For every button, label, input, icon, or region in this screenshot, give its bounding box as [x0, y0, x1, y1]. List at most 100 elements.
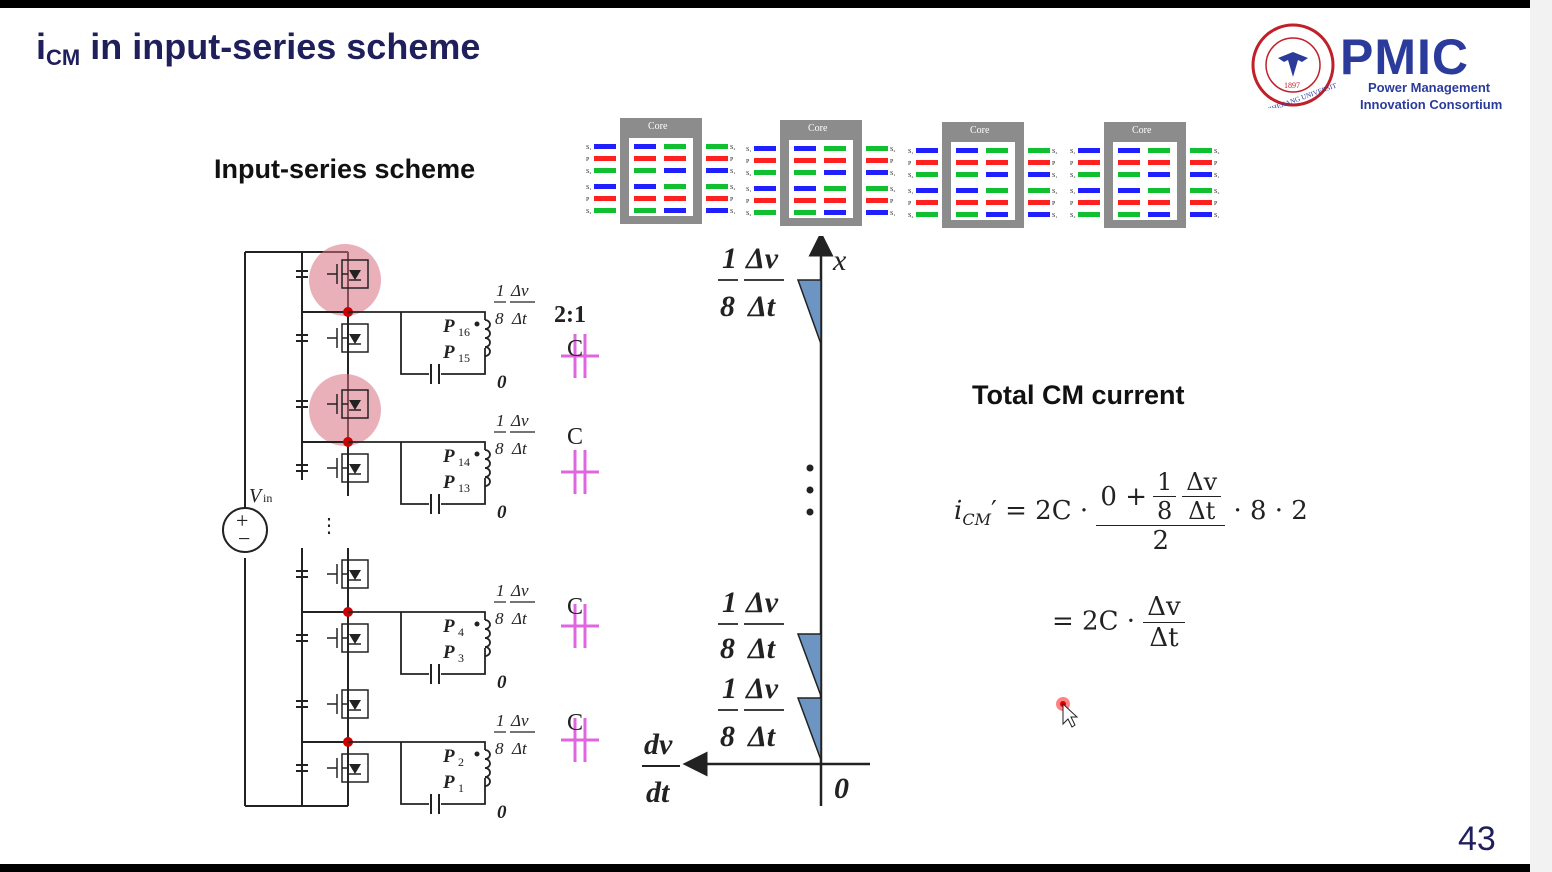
core-window — [1113, 142, 1177, 220]
winding-label-top: P — [442, 746, 455, 767]
origin-label: 0 — [834, 772, 849, 805]
cm-capacitor: C — [561, 424, 599, 494]
svg-text:+: + — [236, 508, 248, 533]
winding-label-right: S₁ — [1214, 213, 1219, 219]
eq2-num: Δv — [1143, 592, 1185, 623]
winding-inner-b — [824, 170, 846, 175]
university-seal: 1897 ZHEJIANG UNIVERSITY — [1250, 22, 1342, 114]
mosfet-switch — [327, 389, 369, 419]
wire-top — [348, 611, 486, 620]
snubber-capacitor — [296, 270, 308, 278]
winding-outer-left — [916, 148, 938, 153]
frac-num: 1 — [496, 581, 505, 600]
core-label: Core — [1132, 125, 1152, 136]
coil-turn — [484, 619, 491, 630]
winding-outer-left — [594, 208, 616, 213]
eq1-den: 2 — [1152, 526, 1170, 556]
winding-inner-a — [794, 158, 816, 163]
winding-inner-a — [1118, 172, 1140, 177]
winding-label-right: S₂ — [1052, 149, 1057, 155]
winding-outer-left — [754, 146, 776, 151]
bottom-bar — [0, 864, 1530, 872]
snubber-capacitor — [296, 334, 308, 342]
winding-outer-right — [866, 210, 888, 215]
coil-turn — [484, 449, 491, 460]
frac-dv: Δv — [745, 672, 779, 705]
frac-dv: Δv — [745, 242, 779, 275]
right-heading: Total CM current — [972, 380, 1185, 410]
mosfet-switch — [327, 453, 369, 483]
winding-outer-right — [1190, 188, 1212, 193]
winding-sub-bottom: 3 — [458, 651, 464, 665]
coil-turn — [484, 749, 491, 760]
winding-outer-right — [866, 186, 888, 191]
winding-inner-a — [1118, 148, 1140, 153]
winding-sub-top: 16 — [458, 325, 470, 339]
coil-turn — [484, 337, 491, 348]
winding-outer-right — [866, 170, 888, 175]
winding-outer-left — [754, 198, 776, 203]
winding-label-left: S₂ — [1070, 213, 1075, 219]
winding-label-left: S₁ — [908, 149, 913, 155]
winding-outer-left — [754, 170, 776, 175]
winding-inner-a — [634, 184, 656, 189]
frac-num: 1 — [496, 711, 505, 730]
frac-dt: Δt — [511, 309, 528, 328]
frac-num: 1 — [722, 672, 737, 705]
winding-label-top: P — [442, 446, 455, 467]
cap-label: C — [567, 594, 583, 620]
winding-inner-a — [956, 148, 978, 153]
eq1-lhs: iCM′ — [954, 496, 997, 530]
winding-outer-right — [1028, 212, 1050, 217]
winding-label-top: P — [442, 316, 455, 337]
cm-capacitor: C — [561, 334, 599, 378]
wire-loop — [400, 742, 429, 805]
core-label: Core — [970, 125, 990, 136]
eq2-den: Δt — [1149, 623, 1179, 653]
winding-sub-top: 2 — [458, 755, 464, 769]
winding-label-bottom: P — [442, 642, 455, 663]
winding-inner-b — [1148, 212, 1170, 217]
winding-outer-left — [594, 144, 616, 149]
zero-label: 0 — [497, 672, 507, 693]
winding-outer-right — [1028, 188, 1050, 193]
winding-outer-right — [866, 158, 888, 163]
winding-label-left: S₁ — [746, 187, 751, 193]
winding-outer-left — [916, 172, 938, 177]
winding-label-right: S₁ — [730, 169, 735, 175]
winding-outer-left — [594, 196, 616, 201]
winding-inner-a — [634, 156, 656, 161]
winding-inner-b — [664, 144, 686, 149]
winding-label-right: S₂ — [1214, 149, 1219, 155]
winding-sub-bottom: 15 — [458, 351, 470, 365]
winding-label-left: S₁ — [1070, 149, 1075, 155]
winding-inner-b — [824, 210, 846, 215]
winding-outer-right — [1190, 212, 1212, 217]
core-label: Core — [808, 123, 828, 134]
winding-label-bottom: P — [442, 342, 455, 363]
mosfet-switch — [327, 323, 369, 353]
logo-line1: Power Management — [1368, 80, 1491, 95]
winding-label-right: P — [1214, 161, 1218, 167]
winding-label-right: S₂ — [1052, 189, 1057, 195]
winding-outer-right — [1190, 148, 1212, 153]
frac-den: 8 — [720, 720, 735, 753]
wire-loop — [400, 312, 429, 375]
x-label-den: dt — [646, 776, 671, 809]
winding-label-left: S₂ — [746, 211, 751, 217]
cm-capacitor: C — [561, 710, 599, 762]
frac-den: 8 — [495, 439, 504, 458]
winding-outer-right — [1028, 160, 1050, 165]
winding-outer-right — [706, 168, 728, 173]
coil-turn — [484, 458, 491, 469]
core-window — [629, 138, 693, 216]
winding-outer-left — [594, 156, 616, 161]
cm-capacitor: C — [561, 594, 599, 648]
winding-label-left: S₂ — [586, 169, 591, 175]
snubber-capacitor — [296, 400, 308, 408]
frac-num: 1 — [722, 586, 737, 619]
